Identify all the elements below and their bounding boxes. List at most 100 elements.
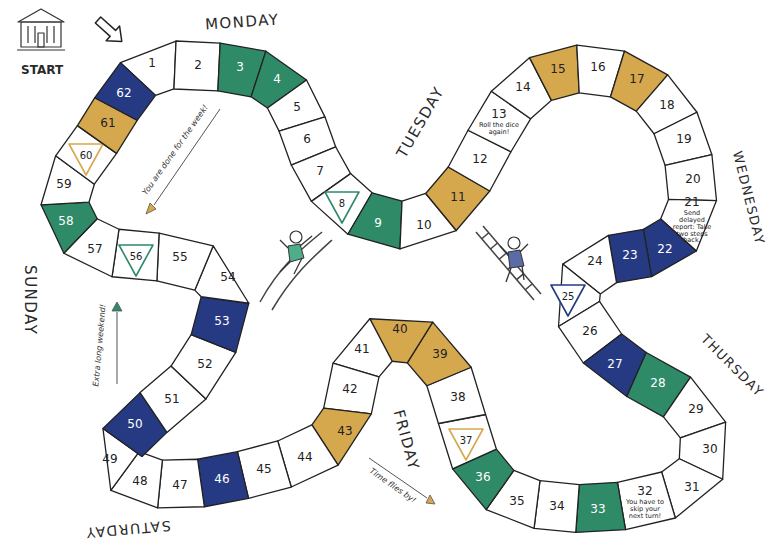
day-label: SATURDAY [84,517,171,540]
cell-label: 21Send delayed report: Take two steps ba… [671,196,713,244]
cell-label: 61 [100,117,115,130]
cell-number: 55 [172,251,187,264]
cell-label: 49 [102,453,117,466]
cell-number: 3 [236,61,244,74]
cell-number: 37 [460,435,473,446]
cell-label: 30 [702,443,717,456]
cell-label: 53 [214,315,229,328]
board-cell: 15 [527,43,582,103]
cell-number: 17 [629,73,644,86]
cell-number: 43 [337,425,352,438]
cell-label: 8 [339,198,345,209]
cell-outline [576,482,626,532]
cell-label: 5 [293,101,301,114]
cell-number: 12 [472,153,487,166]
cell-outline [41,202,97,253]
cell-number: 30 [702,443,717,456]
shortcut-marker [449,429,483,460]
cell-number: 48 [132,475,147,488]
cell-number: 27 [607,358,622,371]
cell-label: 28 [650,377,665,390]
cell-label: 27 [607,358,622,371]
cell-number: 57 [87,243,102,256]
cell-label: 55 [172,251,187,264]
cell-number: 33 [590,503,605,516]
cell-label: 14 [515,81,530,94]
cell-instruction: You have to skip your next turn! [624,499,666,519]
cell-label: 35 [509,495,524,508]
cell-outline [112,229,159,281]
cell-label: 3 [236,61,244,74]
cell-label: 37 [460,435,473,446]
cell-number: 20 [685,173,700,186]
cell-label: 22 [657,243,672,256]
cell-outline [174,41,220,91]
cell-number: 21 [684,196,699,209]
cell-outline [158,459,205,508]
board-cell: 42 [321,361,381,416]
cell-label: 58 [58,215,73,228]
day-label: MONDAY [204,11,279,33]
cell-number: 60 [80,150,93,161]
cell-number: 39 [432,348,447,361]
shortcut-marker [551,285,585,316]
cell-label: 13Roll the dice again! [478,108,520,136]
cell-outline [530,45,580,100]
note-arrowhead [146,203,156,214]
cell-number: 38 [450,391,465,404]
cell-label: 60 [80,150,93,161]
board-cell: 62 [92,60,158,123]
cell-label: 51 [164,393,179,406]
cell-instruction: Roll the dice again! [478,122,520,136]
cell-number: 4 [273,73,281,86]
cell-outline [157,233,213,290]
cell-outline [617,472,675,530]
cell-outline [198,452,249,507]
cell-number: 51 [164,393,179,406]
note-label: Extra long weekend! [92,303,108,386]
cell-outline [643,219,696,277]
cell-label: 59 [56,178,71,191]
cell-label: 32You have to skip your next turn! [624,485,666,520]
cell-number: 28 [650,377,665,390]
note-label: You are done for the week! [141,103,210,197]
cell-label: 4 [273,73,281,86]
cell-number: 6 [303,133,311,146]
cell-outline [324,363,379,414]
board-cell: 2 [171,39,223,93]
cell-label: 11 [450,191,465,204]
cell-outline [348,193,402,249]
cell-label: 54 [220,271,235,284]
board-cell: 9 [345,190,405,251]
cell-label: 57 [87,243,102,256]
cell-number: 16 [590,61,605,74]
cell-number: 58 [58,215,73,228]
ladder [476,226,541,300]
day-label: THURSDAY [698,332,766,400]
cell-number: 2 [194,59,202,72]
cell-number: 11 [450,191,465,204]
cell-number: 13 [491,108,506,121]
cell-number: 25 [562,291,575,302]
cell-label: 46 [214,473,229,486]
cell-label: 41 [354,343,369,356]
cell-label: 7 [316,165,324,178]
cell-number: 45 [256,463,271,476]
cell-label: 52 [197,358,212,371]
cell-label: 62 [116,87,131,100]
cell-number: 14 [515,81,530,94]
cell-number: 54 [220,271,235,284]
cell-number: 32 [637,485,652,498]
cell-number: 19 [676,133,691,146]
cell-number: 61 [100,117,115,130]
cell-label: 2 [194,59,202,72]
cell-number: 53 [214,315,229,328]
school-building [17,9,65,50]
cell-label: 29 [688,403,703,416]
cell-label: 10 [416,219,431,232]
cell-label: 40 [392,323,407,336]
cell-label: 38 [450,391,465,404]
cell-label: 44 [297,451,312,464]
cell-label: 45 [256,463,271,476]
board-cell: 53 [189,294,251,355]
